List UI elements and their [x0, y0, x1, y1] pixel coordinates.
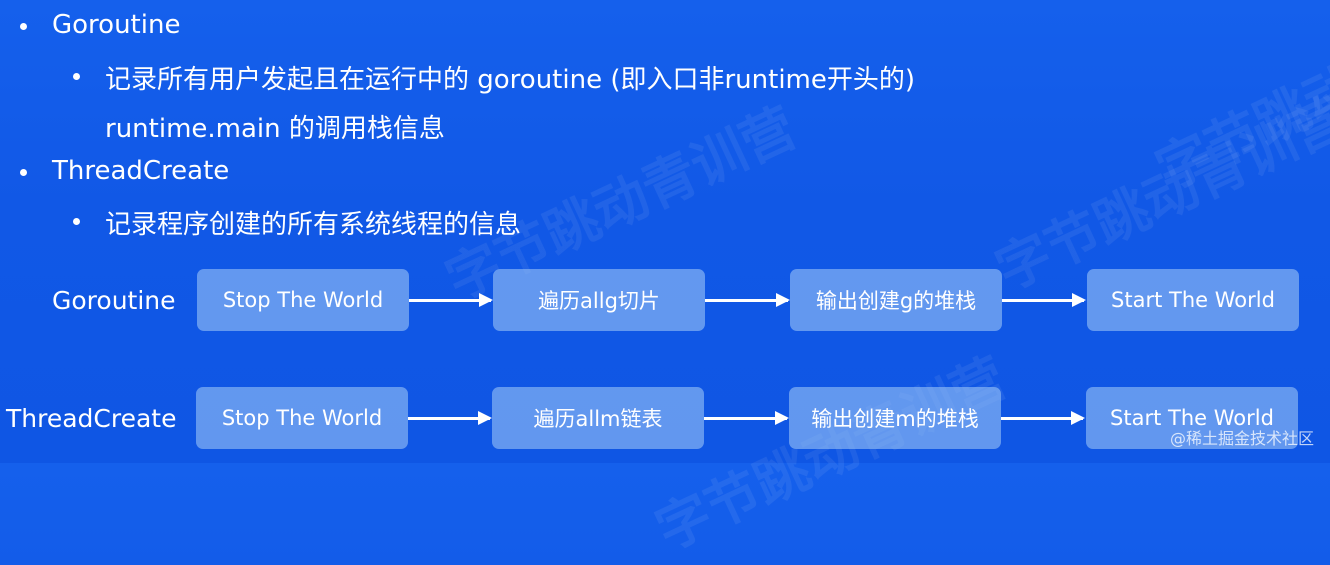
goroutine-step-output-g-stack: 输出创建g的堆栈 — [790, 269, 1002, 331]
footer-watermark: @稀土掘金技术社区 — [1169, 429, 1314, 448]
background-watermark: 字节跳动青训营 — [646, 345, 1016, 563]
bullet-dot-icon — [73, 73, 80, 80]
arrow-right-icon — [705, 293, 790, 307]
threadcreate-step-output-m-stack: 输出创建m的堆栈 — [789, 387, 1001, 449]
arrow-right-icon — [1002, 293, 1086, 307]
goroutine-flow-label: Goroutine — [52, 286, 176, 315]
background-watermark: 字节跳动青训营 — [1146, 0, 1330, 203]
bullet-goroutine-title: Goroutine — [52, 10, 181, 40]
bullet-threadcreate-desc-line1: 记录程序创建的所有系统线程的信息 — [105, 210, 522, 240]
bullet-threadcreate-title: ThreadCreate — [52, 156, 230, 186]
arrow-right-icon — [704, 411, 789, 425]
arrow-right-icon — [1001, 411, 1085, 425]
bullet-dot-icon — [20, 169, 27, 176]
bullet-goroutine-desc-line2: runtime.main 的调用栈信息 — [105, 114, 445, 144]
bullet-goroutine-desc-line1: 记录所有用户发起且在运行中的 goroutine (即入口非runtime开头的… — [105, 65, 916, 95]
bullet-dot-icon — [20, 23, 27, 30]
goroutine-step-iterate-allg: 遍历allg切片 — [493, 269, 705, 331]
goroutine-step-stop-the-world: Stop The World — [197, 269, 409, 331]
bullet-dot-icon — [73, 218, 80, 225]
arrow-right-icon — [408, 411, 492, 425]
goroutine-step-start-the-world: Start The World — [1087, 269, 1299, 331]
threadcreate-step-iterate-allm: 遍历allm链表 — [492, 387, 704, 449]
arrow-right-icon — [409, 293, 493, 307]
threadcreate-step-start-the-world: Start The World — [1086, 387, 1298, 449]
threadcreate-flow-label: ThreadCreate — [6, 404, 177, 433]
threadcreate-step-stop-the-world: Stop The World — [196, 387, 408, 449]
